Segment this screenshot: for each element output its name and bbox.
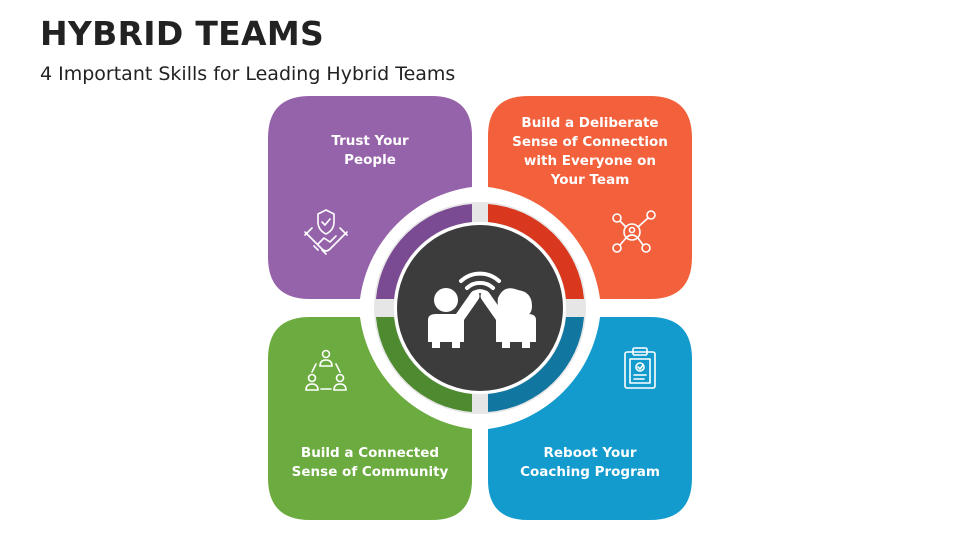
handshake-shield-icon [304,209,348,255]
card-trust-people [268,96,472,299]
card-connected-community [268,317,472,520]
people-cycle-icon [305,349,347,391]
center-circle-inner [397,225,563,391]
arc-purple [376,204,472,299]
arc-green [376,317,472,412]
clipboard-icon [624,347,656,389]
card-label-deliberate-connection: Build a Deliberate Sense of Connection w… [512,115,668,188]
card-label-trust-people: Trust Your People [331,133,409,168]
arc-blue [488,317,584,412]
arc-orange [488,204,584,299]
card-deliberate-connection [488,96,692,299]
card-label-connected-community: Build a Connected Sense of Community [291,445,449,480]
people-high-five [428,288,536,348]
page-title: HYBRID TEAMS [40,14,325,53]
network-icon [612,210,656,253]
page-subtitle: 4 Important Skills for Leading Hybrid Te… [40,63,456,85]
card-label-coaching-program: Reboot Your Coaching Program [520,445,660,480]
